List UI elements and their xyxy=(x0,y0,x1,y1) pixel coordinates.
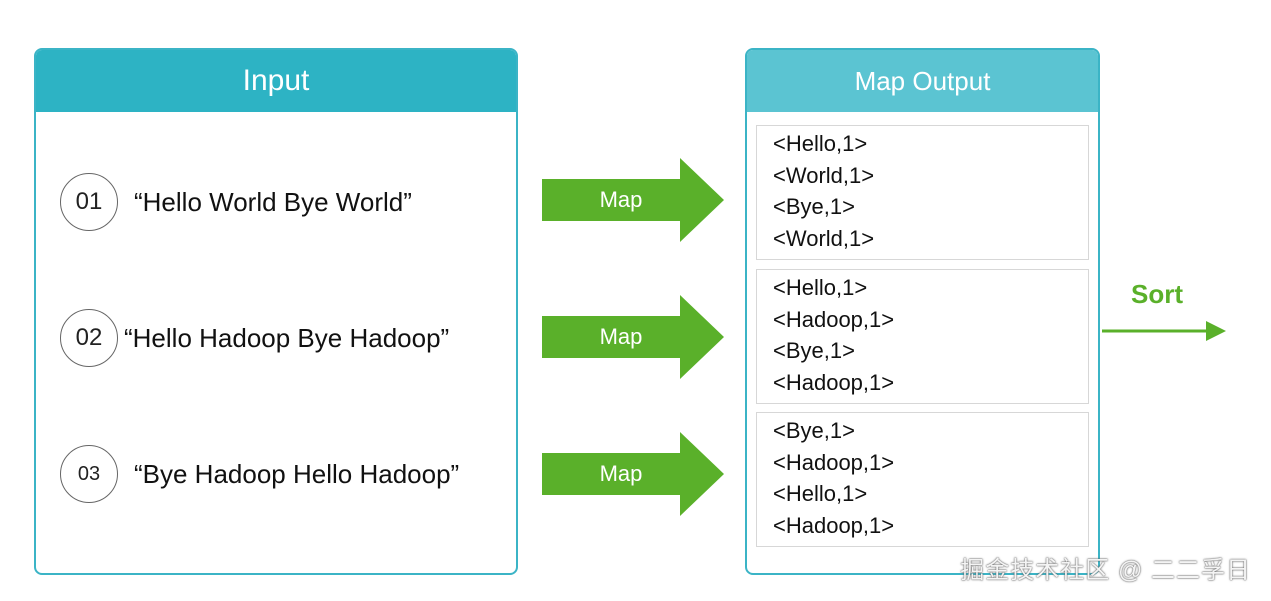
arrow-right-icon xyxy=(542,432,724,516)
map-arrow-label: Map xyxy=(599,461,643,486)
key-value-pair: <World,1> xyxy=(773,225,875,251)
key-value-pair: <Hadoop,1> xyxy=(773,369,895,395)
key-value-pair: <Hello,1> xyxy=(773,275,868,300)
input-row-3: 03 “Bye Hadoop Hello Hadoop” xyxy=(60,445,459,503)
watermark-text: 掘金技术社区 @ 二二孚日 xyxy=(960,557,1251,584)
input-panel: Input 01 “Hello World Bye World” 02 “Hel… xyxy=(34,48,518,575)
row-number-badge: 03 xyxy=(60,445,118,503)
output-group-3: <Bye,1> <Hadoop,1> <Hello,1> <Hadoop,1> xyxy=(756,412,1089,547)
key-value-pair: <Hello,1> xyxy=(773,131,868,156)
input-line-text: “Hello World Bye World” xyxy=(134,186,412,217)
input-line-text: “Hello Hadoop Bye Hadoop” xyxy=(124,322,450,353)
map-output-panel-title: Map Output xyxy=(747,50,1098,112)
key-value-pair: <Bye,1> xyxy=(773,418,855,443)
input-line-text: “Bye Hadoop Hello Hadoop” xyxy=(134,458,460,489)
input-panel-title: Input xyxy=(36,50,516,112)
sort-label: Sort xyxy=(1131,279,1183,309)
output-group-2: <Hello,1> <Hadoop,1> <Bye,1> <Hadoop,1> xyxy=(756,269,1089,404)
map-arrow-1: Map xyxy=(542,158,724,242)
key-value-pair: <Bye,1> xyxy=(773,194,855,219)
row-number-badge: 01 xyxy=(60,173,118,231)
map-arrow-2: Map xyxy=(542,295,724,379)
key-value-pair: <Hello,1> xyxy=(773,481,868,506)
row-number-badge: 02 xyxy=(60,309,118,367)
map-arrow-label: Map xyxy=(599,324,643,349)
map-arrow-3: Map xyxy=(542,432,724,516)
input-row-2: 02 “Hello Hadoop Bye Hadoop” xyxy=(60,309,449,367)
sort-arrow-icon xyxy=(1102,321,1226,341)
key-value-pair: <Hadoop,1> xyxy=(773,306,895,332)
map-output-panel: Map Output <Hello,1> <World,1> <Bye,1> <… xyxy=(745,48,1100,575)
key-value-pair: <Hadoop,1> xyxy=(773,512,895,538)
map-arrow-label: Map xyxy=(599,187,643,212)
key-value-pair: <Hadoop,1> xyxy=(773,449,895,475)
output-group-1: <Hello,1> <World,1> <Bye,1> <World,1> xyxy=(756,125,1089,260)
arrow-right-icon xyxy=(542,158,724,242)
arrow-right-icon xyxy=(542,295,724,379)
key-value-pair: <Bye,1> xyxy=(773,338,855,363)
input-row-1: 01 “Hello World Bye World” xyxy=(60,173,412,231)
key-value-pair: <World,1> xyxy=(773,162,875,188)
